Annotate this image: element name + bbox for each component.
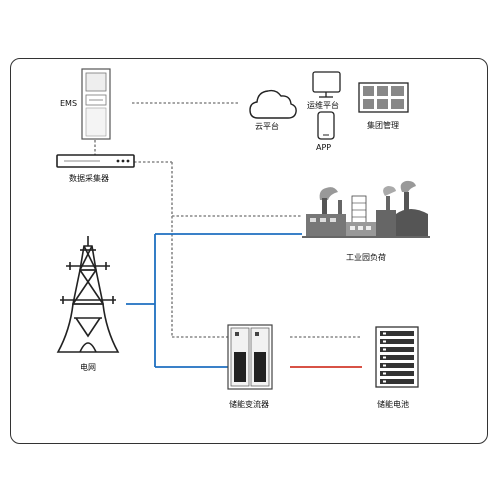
phone-icon [317, 111, 335, 140]
cloud-platform-label: 云平台 [255, 122, 279, 131]
ops-platform-label: 运维平台 [307, 101, 339, 110]
pcs-label: 储能变流器 [229, 400, 269, 409]
dashboard-icon [358, 82, 409, 113]
transmission-tower-icon [56, 236, 120, 353]
factory-icon [302, 180, 430, 240]
monitor-icon [312, 71, 341, 98]
battery-label: 储能电池 [377, 400, 409, 409]
app-label: APP [316, 143, 332, 152]
industrial-load-label: 工业园负荷 [346, 253, 386, 262]
data-collector-icon [56, 154, 135, 168]
group-management-label: 集团管理 [367, 121, 399, 130]
ems-label: EMS [60, 99, 78, 108]
battery-rack-icon [375, 326, 419, 388]
data-collector-label: 数据采集器 [69, 174, 109, 183]
ems-cabinet-icon [81, 68, 111, 140]
cloud-icon [249, 89, 297, 119]
grid-label: 电网 [80, 363, 96, 372]
pcs-cabinet-icon [227, 324, 273, 390]
